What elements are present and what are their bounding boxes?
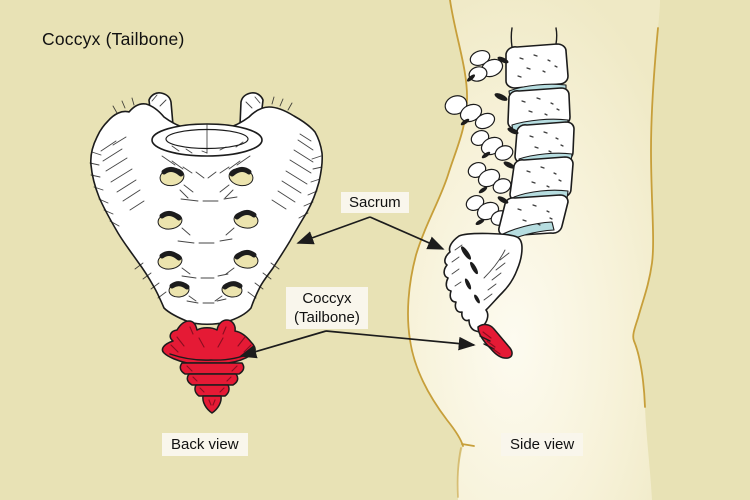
- coccyx-label-line2: (Tailbone): [294, 309, 360, 326]
- annotation-arrows: [239, 216, 476, 359]
- page-title: Coccyx (Tailbone): [42, 29, 185, 49]
- body-front-contour: [632, 27, 659, 408]
- sacrum-side: [443, 232, 523, 333]
- coccyx-arrow-left: [239, 330, 327, 359]
- sacrum-label: Sacrum: [341, 192, 409, 213]
- lumbar-vertebra: [505, 43, 569, 89]
- thigh-contour: [456, 447, 462, 498]
- coccyx-label-line1: Coccyx: [302, 290, 352, 307]
- back-view-illustration: [89, 92, 324, 414]
- back-view-caption: Back view: [162, 433, 248, 456]
- body-silhouette: [407, 0, 660, 500]
- body-fill: [408, 0, 660, 500]
- lumbar-posterior-processes: [444, 49, 514, 226]
- coccyx-side: [477, 323, 513, 359]
- body-back-contour: [407, 0, 468, 447]
- coccyx-label: Coccyx (Tailbone): [286, 287, 368, 329]
- lumbosacral-disc-ring: [151, 123, 263, 157]
- coccyx-arrow-right: [325, 330, 476, 351]
- coccyx-back: [161, 319, 256, 414]
- sacrum-arrow-right: [369, 216, 445, 250]
- sacral-foramina: [157, 166, 259, 298]
- side-view-illustration: [443, 27, 575, 359]
- side-view-caption: Side view: [501, 433, 584, 456]
- sacrum-hatching: [89, 94, 323, 304]
- sacrum-label-text: Sacrum: [349, 194, 401, 211]
- sacrum-arrow-left: [296, 216, 371, 245]
- lumbar-vertebrae: [460, 43, 575, 245]
- gluteal-fold-line: [461, 443, 475, 447]
